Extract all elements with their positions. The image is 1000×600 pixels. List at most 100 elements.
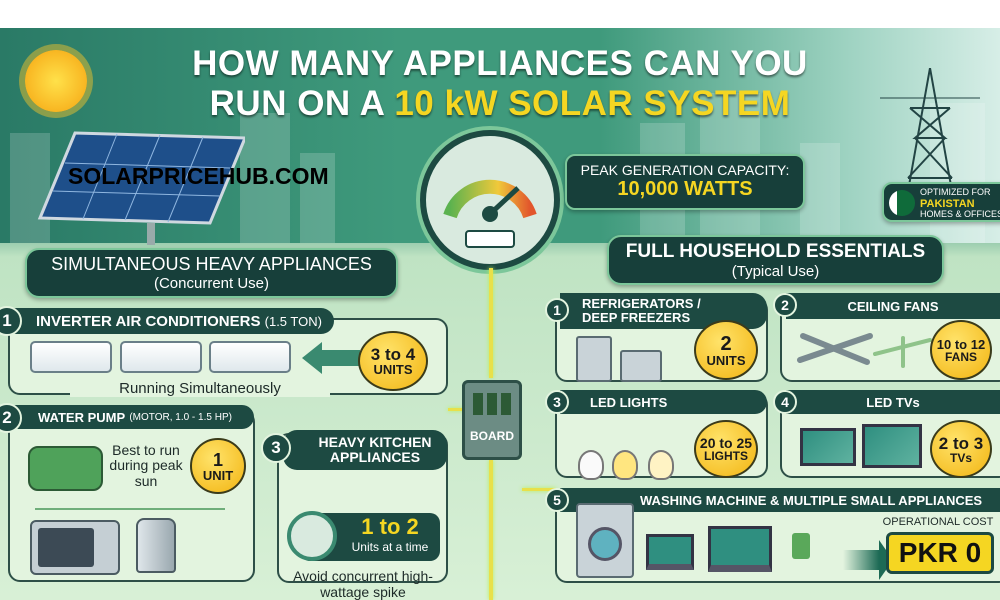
pump-note: Best to run during peak sun [109, 442, 183, 489]
sun-icon [25, 50, 87, 112]
fans-unit: FANS [944, 349, 977, 364]
arrow-right-icon [843, 550, 879, 570]
arrow-left-icon [302, 342, 322, 374]
lights-title: LED LIGHTS [590, 394, 668, 410]
tv-icon [800, 428, 856, 466]
number-badge: 2 [0, 403, 22, 433]
watermark: SOLARPRICEHUB.COM [68, 163, 329, 189]
fridge-count: 2 [720, 332, 732, 355]
arrow-shaft [320, 350, 360, 366]
title-highlight: 10 kW SOLAR SYSTEM [394, 84, 791, 123]
peak-capacity-box: PEAK GENERATION CAPACITY: 10,000 WATTS [565, 154, 805, 210]
infographic: HOW MANY APPLIANCES CAN YOU RUN ON A 10 … [0, 28, 1000, 600]
tvs-unit: TVs [949, 450, 972, 465]
freezer-icon [620, 350, 662, 382]
left-section-heading: SIMULTANEOUS HEAVY APPLIANCES (Concurren… [25, 248, 398, 298]
lights-header: LED LIGHTS [560, 390, 767, 414]
left-heading-title: SIMULTANEOUS HEAVY APPLIANCES [51, 254, 372, 274]
tvs-count: 2 to 3 [938, 433, 984, 453]
peak-value: 10,000 WATTS [617, 178, 753, 200]
small-appliances-title: WASHING MACHINE & MULTIPLE SMALL APPLIAN… [640, 492, 983, 508]
refrigerator-icon [576, 336, 612, 382]
ac-spec: (1.5 TON) [264, 313, 322, 329]
number-badge: 3 [261, 433, 291, 463]
number-badge: 1 [545, 298, 569, 322]
ac-count: 3 to 4 [370, 345, 416, 364]
pakistan-flag-icon [889, 190, 915, 216]
power-wire [489, 460, 493, 600]
kettle-icon [136, 518, 176, 573]
distribution-board: BOARD [462, 380, 522, 460]
ac-card-header: INVERTER AIR CONDITIONERS (1.5 TON) [14, 308, 334, 334]
laptop-icon [646, 534, 694, 570]
lights-unit: LIGHTS [704, 449, 748, 463]
microwave-icon [30, 520, 120, 575]
pump-spec: (MOTOR, 1.0 - 1.5 HP) [129, 411, 232, 423]
tv-icon [862, 424, 922, 468]
air-conditioner-icon [120, 341, 202, 373]
number-badge: 3 [545, 390, 569, 414]
air-conditioner-icon [30, 341, 112, 373]
pump-title: WATER PUMP [38, 409, 126, 425]
peak-label: PEAK GENERATION CAPACITY: [580, 162, 790, 178]
bulb-icon [648, 450, 674, 480]
badge-line-3: HOMES & OFFICES [920, 208, 1000, 219]
gauge-icon [420, 130, 560, 270]
kitchen-header: HEAVY KITCHEN APPLIANCES [283, 430, 447, 470]
cost-value: PKR 0 [886, 532, 994, 574]
title-prefix: RUN ON A [209, 84, 395, 123]
ac-title: INVERTER AIR CONDITIONERS [36, 312, 261, 330]
bulb-icon [612, 450, 638, 480]
left-heading-sub: (Concurrent Use) [153, 275, 270, 292]
kitchen-value-sub: Units at a time [351, 540, 429, 554]
ceiling-fan-icon [797, 333, 932, 368]
kitchen-value: 1 to 2 [361, 514, 419, 539]
tvs-title: LED TVs [866, 394, 920, 410]
pump-unit: UNIT [202, 467, 234, 483]
right-heading-title: FULL HOUSEHOLD ESSENTIALS [625, 241, 926, 262]
number-badge: 4 [773, 390, 797, 414]
number-badge: 1 [0, 306, 22, 336]
fans-header: CEILING FANS [786, 293, 1000, 319]
fans-title: CEILING FANS [847, 298, 939, 314]
pakistan-badge: OPTIMIZED FOR PAKISTAN HOMES & OFFICES [882, 182, 1000, 222]
cost-label: OPERATIONAL COST [882, 516, 994, 528]
ac-unit: UNITS [373, 362, 413, 377]
lights-count: 20 to 25 [699, 435, 753, 451]
title-line-2: RUN ON A 10 kW SOLAR SYSTEM [0, 84, 1000, 124]
power-wire [489, 268, 493, 378]
tvs-header: LED TVs [786, 390, 1000, 414]
title-line-1: HOW MANY APPLIANCES CAN YOU [192, 44, 808, 83]
power-wire [448, 408, 464, 411]
mini-gauge-icon [287, 511, 337, 561]
bulb-icon [578, 450, 604, 480]
washing-machine-icon [576, 503, 634, 578]
kitchen-note: Avoid concurrent high-wattage spike [293, 568, 433, 600]
power-wire [522, 488, 556, 491]
charger-icon [792, 533, 810, 559]
solar-panel-icon [37, 131, 245, 245]
fridge-title: REFRIGERATORS / DEEP FREEZERS [582, 296, 701, 325]
divider [35, 508, 225, 510]
fans-count: 10 to 12 [936, 336, 986, 352]
badge-line-2: PAKISTAN [920, 197, 975, 210]
badge-line-1: OPTIMIZED FOR [920, 187, 991, 197]
kitchen-title: HEAVY KITCHEN APPLIANCES [318, 433, 432, 465]
pump-count: 1 [212, 449, 223, 470]
water-pump-header: WATER PUMP (MOTOR, 1.0 - 1.5 HP) [14, 405, 254, 429]
water-pump-icon [28, 446, 103, 491]
fridge-unit: UNITS [706, 352, 746, 368]
right-section-heading: FULL HOUSEHOLD ESSENTIALS (Typical Use) [607, 235, 944, 285]
board-label: BOARD [470, 429, 514, 443]
laptop-icon [708, 526, 772, 572]
right-heading-sub: (Typical Use) [731, 263, 820, 280]
transmission-tower-icon [880, 68, 980, 208]
ac-note: Running Simultaneously [70, 380, 330, 397]
number-badge: 2 [773, 293, 797, 317]
